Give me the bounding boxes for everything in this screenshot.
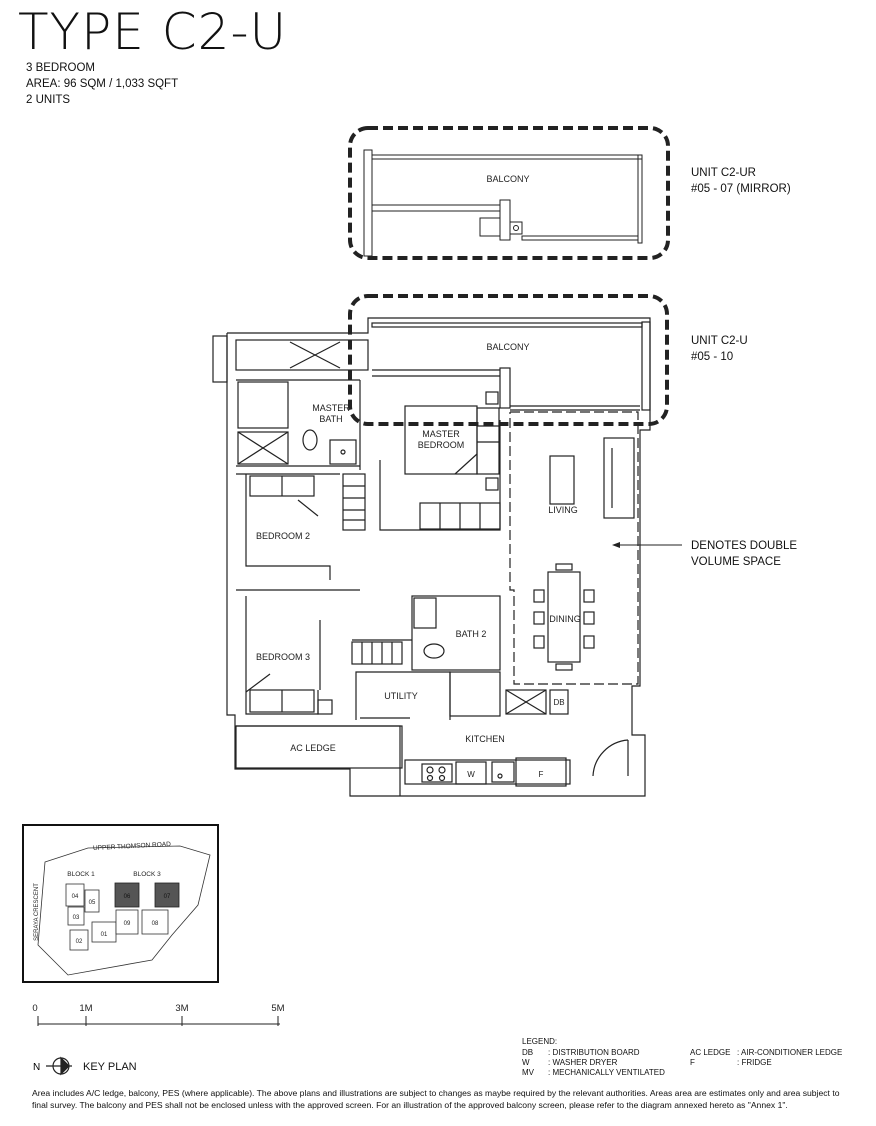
- keyplan-road: UPPER THOMSON ROAD: [93, 841, 171, 852]
- master-bath-label-2: BATH: [319, 414, 342, 424]
- stack-06-label: 06: [124, 894, 131, 900]
- page-title: TYPE C2-U: [18, 3, 288, 61]
- main-unit-note: UNIT C2-U #05 - 10: [691, 333, 748, 365]
- main-balcony-outline: [348, 294, 669, 426]
- legend-item: W: WASHER DRYER: [522, 1058, 618, 1067]
- living-label: LIVING: [548, 505, 578, 515]
- legend-item: AC LEDGE: AIR-CONDITIONER LEDGE: [690, 1048, 843, 1057]
- footnote: Area includes A/C ledge, balcony, PES (w…: [32, 1088, 840, 1110]
- unit-area: AREA: 96 SQM / 1,033 SQFT: [26, 78, 179, 90]
- stack-03-label: 03: [73, 915, 80, 921]
- stack-09: [115, 909, 139, 935]
- scale-tick-3m: 3M: [175, 1003, 188, 1014]
- scale-tick-5m: 5M: [271, 1003, 284, 1014]
- master-bath-label-1: MASTER: [312, 403, 350, 413]
- legend-item: DB: DISTRIBUTION BOARD: [522, 1048, 640, 1057]
- legend-item: MV: MECHANICALLY VENTILATED: [522, 1068, 665, 1077]
- keyplan-block3: BLOCK 3: [133, 871, 161, 878]
- stack-02-label: 02: [76, 939, 83, 945]
- unit-count: 2 UNITS: [26, 94, 71, 106]
- key-plan: UPPER THOMSON ROAD SERAYA CRESCENT BLOCK…: [22, 824, 219, 983]
- north-arrow-icon: [46, 1056, 72, 1076]
- legend-item: F: FRIDGE: [690, 1058, 772, 1067]
- key-plan-label: KEY PLAN: [83, 1061, 137, 1073]
- stack-08: [141, 909, 169, 935]
- stack-05-label: 05: [89, 900, 96, 906]
- stack-07-label: 07: [164, 894, 171, 900]
- bedroom-count: 3 BEDROOM: [26, 62, 96, 74]
- dining-label: DINING: [549, 614, 581, 624]
- db-label: DB: [553, 698, 564, 707]
- mirror-unit-stack: #05 - 07 (MIRROR): [691, 183, 791, 195]
- master-bedroom-label-1: MASTER: [422, 429, 460, 439]
- keyplan-crescent: SERAYA CRESCENT: [34, 883, 40, 941]
- double-volume-line2: VOLUME SPACE: [691, 556, 781, 568]
- bath2-label: BATH 2: [456, 629, 487, 639]
- bedroom2-label: BEDROOM 2: [256, 531, 310, 541]
- unit-specs: 3 BEDROOM AREA: 96 SQM / 1,033 SQFT 2 UN…: [26, 60, 178, 108]
- legend-title: LEGEND:: [522, 1037, 558, 1046]
- mirror-balcony: [348, 126, 670, 260]
- scale-tick-0: 0: [32, 1003, 37, 1014]
- main-unit-stack: #05 - 10: [691, 351, 734, 363]
- unit-walls: [212, 317, 651, 797]
- north-label: N: [33, 1062, 40, 1073]
- stack-06: [114, 882, 140, 908]
- master-bedroom-label-2: BEDROOM: [418, 440, 465, 450]
- double-volume-outline: [509, 411, 639, 685]
- stack-08-label: 08: [152, 921, 159, 927]
- main-unit-name: UNIT C2-U: [691, 335, 748, 347]
- washer-label: W: [467, 770, 475, 779]
- stack-04-label: 04: [72, 894, 79, 900]
- stack-05: [84, 889, 100, 913]
- utility-label: UTILITY: [384, 691, 418, 701]
- stack-09-label: 09: [124, 921, 131, 927]
- mirror-unit-note: UNIT C2-UR #05 - 07 (MIRROR): [691, 165, 791, 197]
- mirror-balcony-outline: [348, 126, 670, 260]
- legend-column-right: AC LEDGE: AIR-CONDITIONER LEDGE F: FRIDG…: [690, 1048, 842, 1068]
- double-volume-arrowhead: [612, 542, 620, 548]
- mirror-balcony-label: BALCONY: [486, 174, 529, 184]
- legend-column-left: DB: DISTRIBUTION BOARD W: WASHER DRYER M…: [522, 1048, 665, 1078]
- double-volume-line1: DENOTES DOUBLE: [691, 540, 798, 552]
- scale-bar: [37, 1016, 280, 1026]
- double-volume-note: DENOTES DOUBLE VOLUME SPACE: [691, 538, 797, 570]
- keyplan-block1: BLOCK 1: [67, 871, 95, 878]
- mirror-unit-name: UNIT C2-UR: [691, 167, 756, 179]
- scale-tick-1m: 1M: [79, 1003, 92, 1014]
- stack-07: [154, 882, 180, 908]
- kitchen-label: KITCHEN: [465, 734, 505, 744]
- stack-02: [69, 929, 89, 951]
- stack-04: [65, 883, 85, 907]
- ac-ledge-label: AC LEDGE: [290, 743, 336, 753]
- bedroom3-label: BEDROOM 3: [256, 652, 310, 662]
- fridge-label: F: [539, 770, 544, 779]
- stack-03: [67, 906, 85, 926]
- stack-01-label: 01: [101, 932, 108, 938]
- balcony-label: BALCONY: [486, 342, 529, 352]
